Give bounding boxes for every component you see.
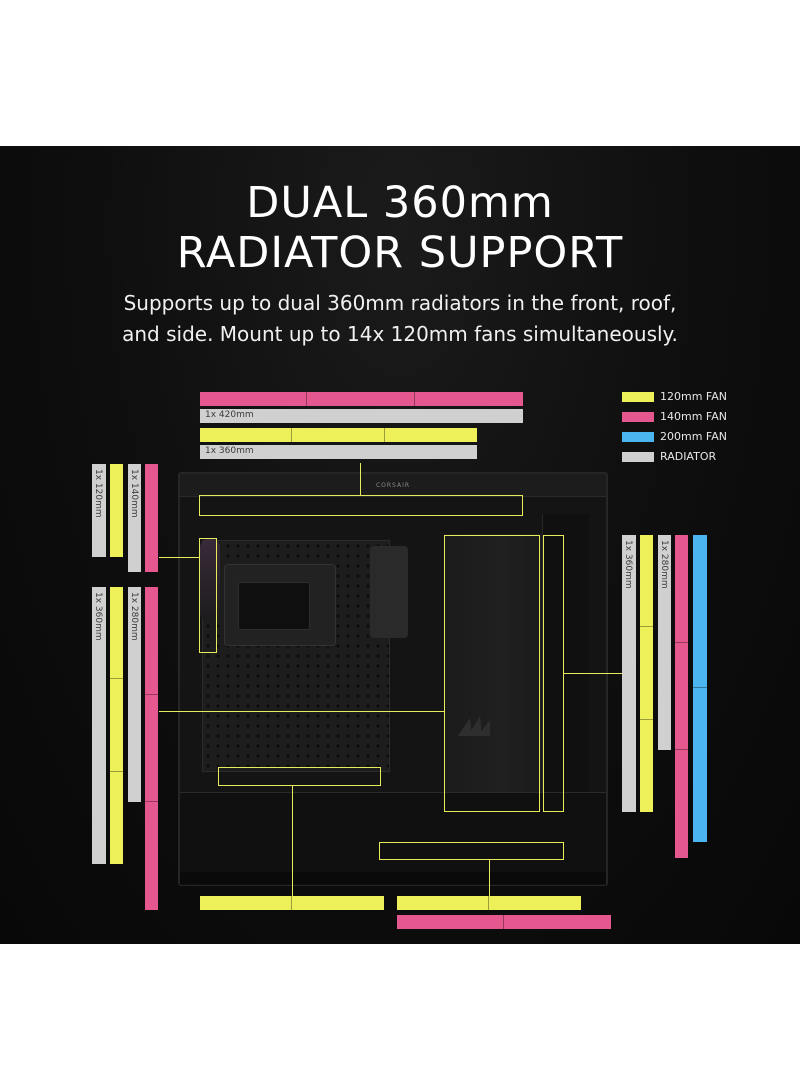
corsair-sails-icon: [456, 714, 492, 738]
top-140mm-fan-bar: [200, 392, 523, 406]
left-120mm-label: 1x 120mm: [93, 469, 103, 518]
left-280mm-fan-bar: [145, 587, 158, 910]
subhead-line-1: Supports up to dual 360mm radiators in t…: [123, 291, 677, 315]
left-140mm-label: 1x 140mm: [129, 469, 139, 518]
right-200mm-fan-bar: [693, 535, 707, 842]
leader-line-top: [360, 463, 361, 495]
left-120mm-fan-bar: [110, 464, 123, 557]
front-radiator-outline: [444, 535, 540, 812]
subhead-line-2: and side. Mount up to 14x 120mm fans sim…: [122, 322, 678, 346]
top-420mm-label: 1x 420mm: [205, 410, 254, 420]
right-280mm-radiator-bar: 1x 280mm: [658, 535, 671, 750]
psu-shroud: [180, 792, 606, 885]
bottom-right-120mm-fan-bar: [397, 896, 581, 910]
legend-label-120mm-fan: 120mm FAN: [660, 390, 727, 403]
left-360mm-label: 1x 360mm: [93, 592, 103, 641]
legend-label-radiator: RADIATOR: [660, 450, 717, 463]
bottom-left-120mm-fan-bar: [200, 896, 384, 910]
headline-line-1: DUAL 360mm: [246, 178, 554, 228]
leader-line-right: [564, 673, 622, 674]
product-panel: DUAL 360mm RADIATOR SUPPORT Supports up …: [0, 146, 800, 944]
front-fan-outline: [543, 535, 564, 812]
left-360mm-fan-bar: [110, 587, 123, 864]
right-360mm-fan-bar: [640, 535, 653, 812]
leader-line-bottom-left: [292, 786, 293, 896]
left-140mm-radiator-bar: 1x 140mm: [128, 464, 141, 572]
side-fan-outline: [199, 538, 217, 653]
right-280mm-fan-bar: [675, 535, 688, 858]
top-radiator-outline: [199, 495, 523, 516]
left-280mm-radiator-bar: 1x 280mm: [128, 587, 141, 802]
top-360mm-label: 1x 360mm: [205, 446, 254, 456]
side-fan: [200, 538, 220, 622]
bottom-left-fan-outline: [218, 767, 381, 786]
pc-case: CORSAIR: [178, 472, 608, 886]
legend-swatch-radiator: [622, 452, 654, 462]
right-360mm-label: 1x 360mm: [623, 540, 633, 589]
right-360mm-radiator-bar: 1x 360mm: [622, 535, 636, 812]
front-fan-stack: [542, 514, 589, 814]
leader-line-bottom-right: [489, 860, 490, 896]
top-420mm-radiator-bar: 1x 420mm: [200, 409, 523, 423]
top-120mm-fan-bar: [200, 428, 477, 442]
legend-label-140mm-fan: 140mm FAN: [660, 410, 727, 423]
leader-line-left-lower: [159, 711, 444, 712]
right-280mm-label: 1x 280mm: [659, 540, 669, 589]
bottom-right-fan-outline: [379, 842, 564, 860]
legend-swatch-140mm-fan: [622, 412, 654, 422]
top-360mm-radiator-bar: 1x 360mm: [200, 445, 477, 459]
legend-swatch-200mm-fan: [622, 432, 654, 442]
left-360mm-radiator-bar: 1x 360mm: [92, 587, 106, 864]
leader-line-left-upper: [159, 557, 199, 558]
left-120mm-radiator-bar: 1x 120mm: [92, 464, 106, 557]
shroud-panel: [444, 534, 542, 800]
headline-line-2: RADIATOR SUPPORT: [176, 228, 624, 278]
left-140mm-fan-bar: [145, 464, 158, 572]
legend-label-200mm-fan: 200mm FAN: [660, 430, 727, 443]
legend-swatch-120mm-fan: [622, 392, 654, 402]
left-280mm-label: 1x 280mm: [129, 592, 139, 641]
case-brand-logo: CORSAIR: [375, 482, 411, 489]
bottom-140mm-fan-bar: [397, 915, 611, 929]
